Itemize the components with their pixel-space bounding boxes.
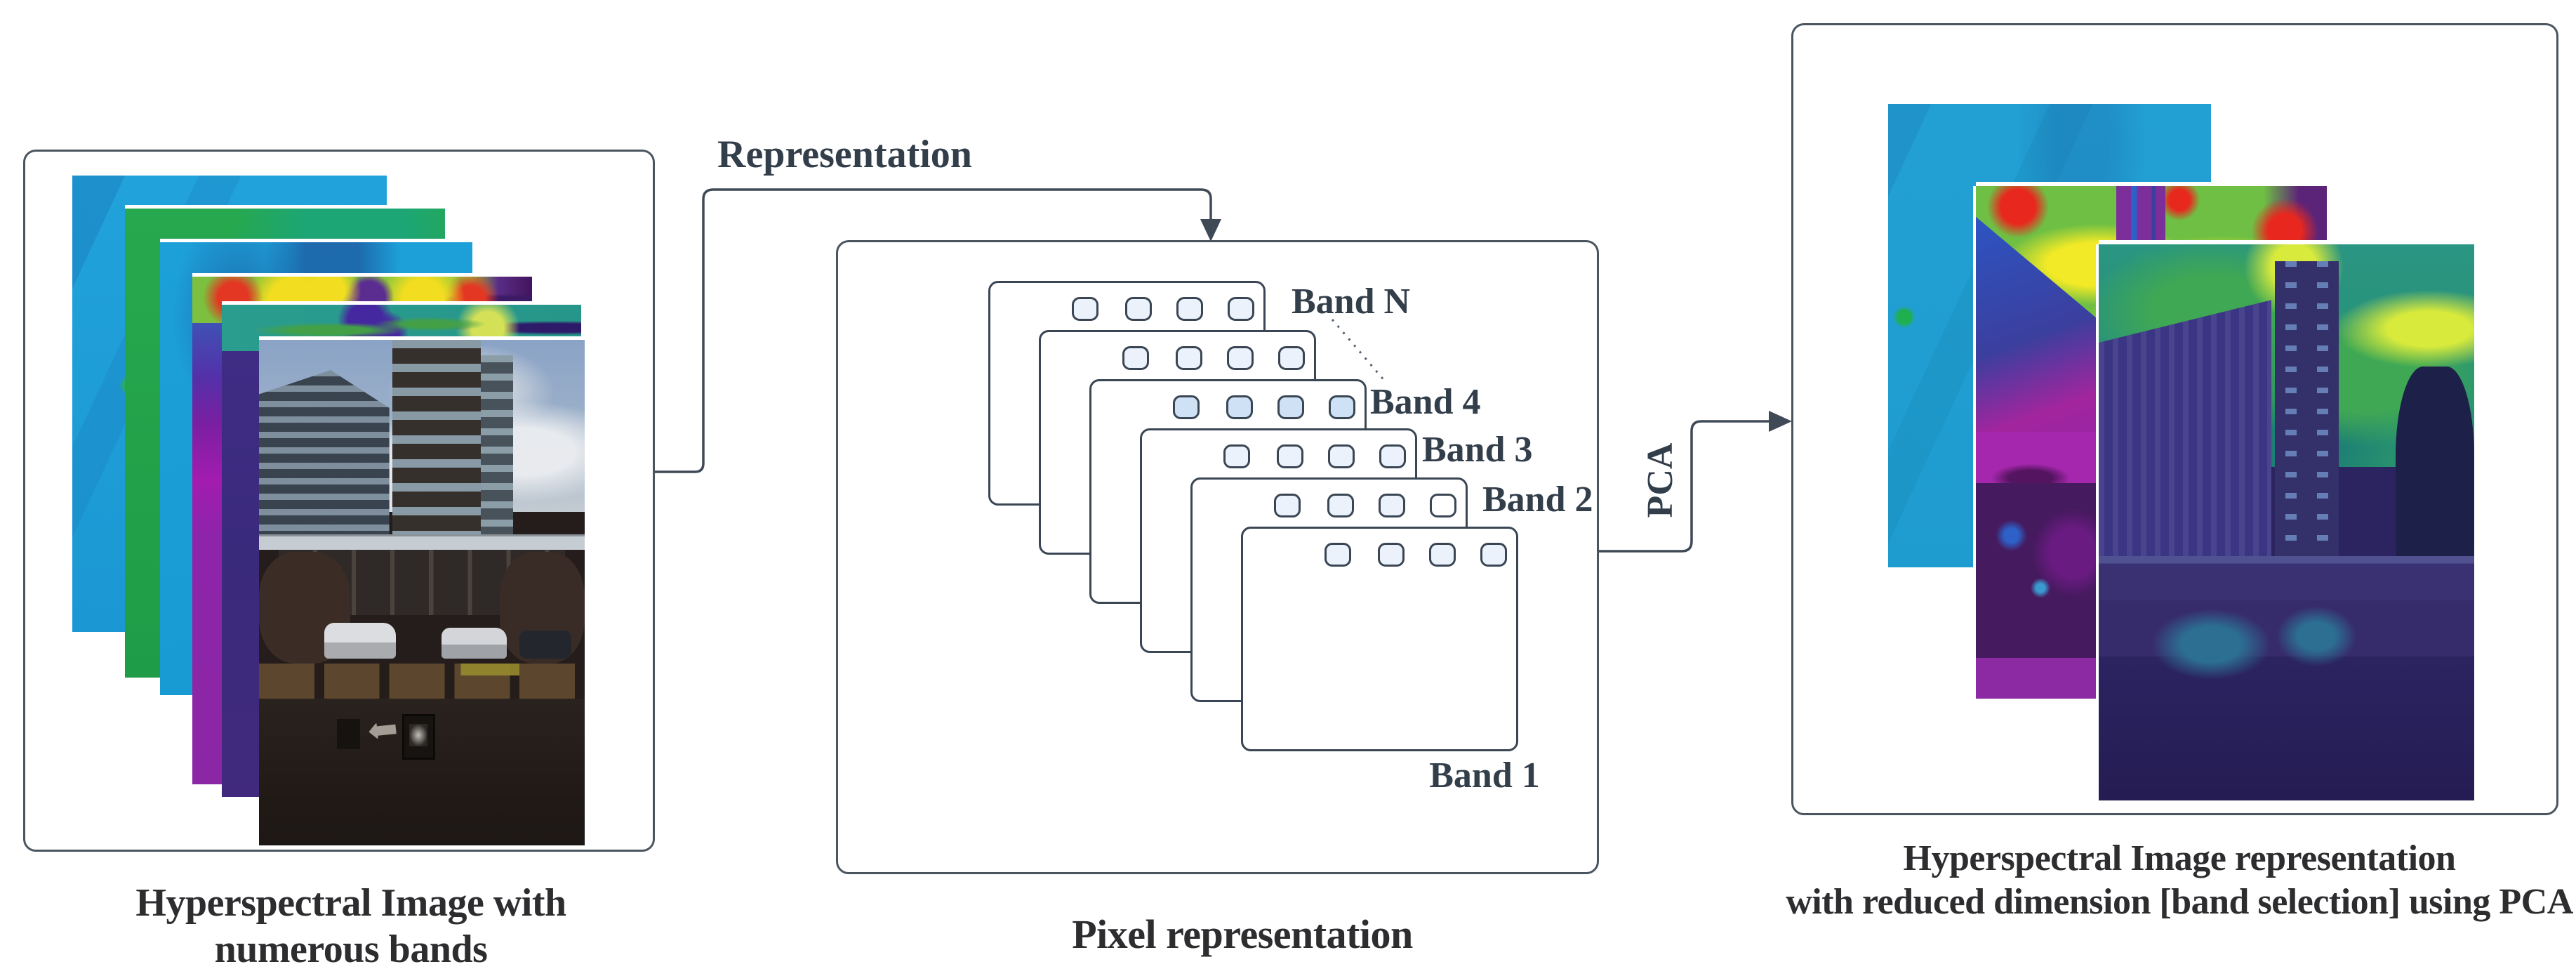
pixel-square: [1176, 297, 1203, 321]
pixel-square: [1176, 346, 1202, 370]
pixel-square: [1278, 346, 1305, 370]
band-1-label: Band 1: [1429, 756, 1540, 796]
pca-arrowhead-icon: [1769, 411, 1792, 432]
pixel-square: [1324, 543, 1351, 567]
pixel-representation-panel: Band N Band 4 Band 3 Band 2 Band 1: [836, 240, 1599, 874]
left-panel-caption: Hyperspectral Image with numerous bands: [35, 880, 667, 972]
pixel-square: [1480, 543, 1507, 567]
right-caption-line2: with reduced dimension [band selection] …: [1786, 882, 2573, 922]
left-caption-line1: Hyperspectral Image with: [135, 881, 566, 925]
pca-output-viridis-image: [2099, 244, 2474, 800]
hyperspectral-input-panel: ⬅: [23, 150, 655, 852]
photo-dark-car: [519, 631, 572, 659]
photo-white-sedan: [441, 628, 507, 659]
photo-tower: [392, 340, 481, 562]
photo-sign-box-1: [337, 719, 360, 750]
pixel-square: [1379, 444, 1406, 468]
band-4-label: Band 4: [1370, 382, 1481, 422]
pca-output-panel: [1791, 23, 2558, 815]
pixel-square: [1327, 494, 1354, 517]
pca-arrow-label: PCA: [1640, 442, 1680, 518]
band-n-label: Band N: [1292, 282, 1411, 322]
right-panel-caption: Hyperspectral Image representation with …: [1783, 837, 2576, 924]
left-caption-line2: numerous bands: [214, 928, 488, 971]
pixel-square: [1378, 543, 1405, 567]
pixel-square: [1223, 444, 1250, 468]
representation-arrow-label: Representation: [717, 133, 972, 176]
photo-sign-box-2: [402, 713, 435, 760]
pixel-square-highlight: [1173, 395, 1200, 419]
photo-tower-wing: [480, 355, 513, 558]
pixel-square-highlight: [1277, 395, 1304, 419]
representation-arrowhead-icon: [1200, 219, 1221, 242]
band-2-label: Band 2: [1482, 480, 1593, 520]
band-3-label: Band 3: [1422, 430, 1533, 470]
pca-arrow-path: [1599, 420, 1770, 553]
viridis-left-building: [2099, 300, 2272, 567]
photo-white-car: [324, 623, 396, 659]
pixel-square: [1228, 297, 1254, 321]
pixel-square-highlight: [1226, 395, 1253, 419]
pixel-square: [1122, 346, 1149, 370]
pixel-square: [1429, 543, 1456, 567]
viridis-tower: [2275, 261, 2339, 562]
rgb-photo-sheet: ⬅: [259, 340, 585, 845]
middle-panel-caption: Pixel representation: [1072, 911, 1413, 957]
pixel-square: [1227, 346, 1254, 370]
pixel-square: [1125, 297, 1152, 321]
viridis-foreground: [2099, 600, 2474, 800]
photo-left-building: [259, 370, 390, 542]
right-caption-line1: Hyperspectral Image representation: [1903, 838, 2456, 878]
pixel-square-empty: [1430, 494, 1456, 517]
photo-planter-boxes: [259, 663, 585, 704]
photo-walkway: [259, 534, 585, 550]
band-card-1: [1241, 527, 1518, 751]
pixel-square: [1274, 494, 1301, 517]
pixel-square: [1277, 444, 1303, 468]
pixel-square: [1379, 494, 1405, 517]
pixel-square: [1072, 297, 1098, 321]
pixel-square-highlight: [1329, 395, 1355, 419]
pixel-square: [1328, 444, 1355, 468]
